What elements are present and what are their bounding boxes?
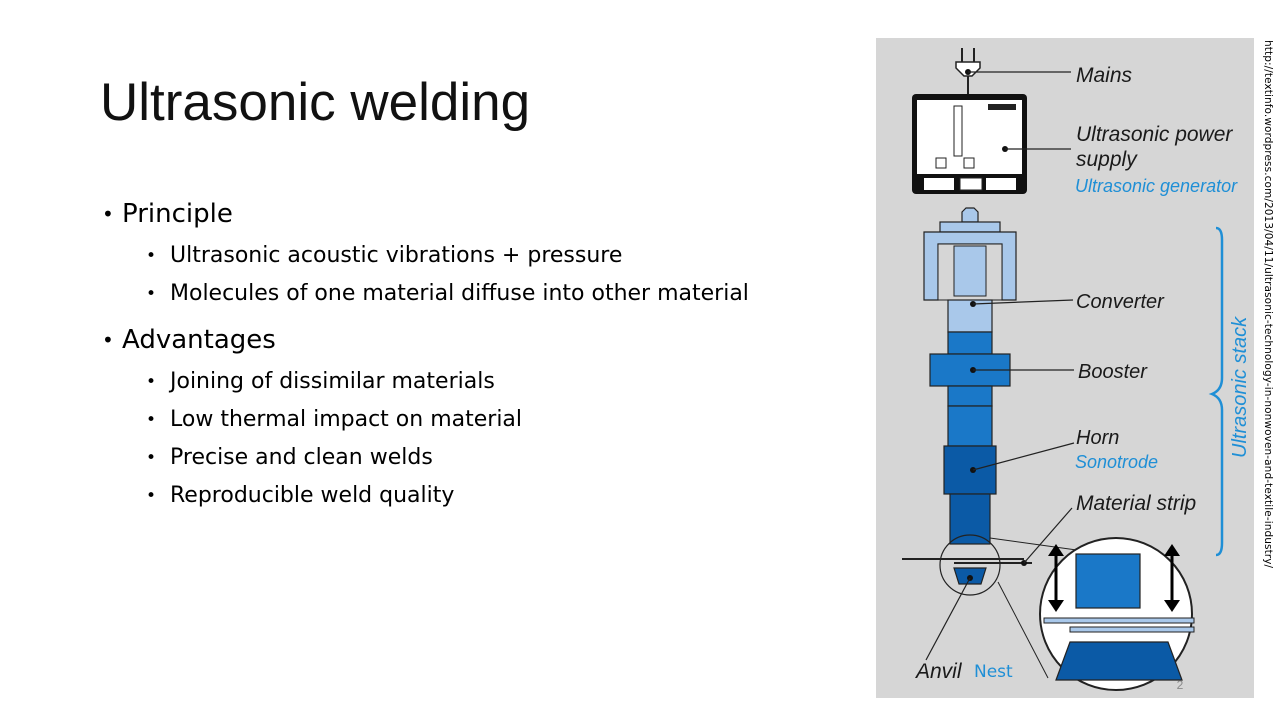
bullet-advantages: Advantages [100,322,780,358]
label-material-strip: Material strip [1076,492,1196,515]
sub-bullet: Precise and clean welds [100,444,780,472]
sub-bullet: Ultrasonic acoustic vibrations + pressur… [100,242,780,270]
ultrasonic-welding-diagram: Mains Ultrasonic power supply Ultrasonic… [876,38,1254,698]
bullet-list: Principle Ultrasonic acoustic vibrations… [100,196,780,510]
diagram-svg: Mains Ultrasonic power supply Ultrasonic… [902,48,1251,691]
stack-brace [1208,226,1224,557]
label-power-supply: Ultrasonic power [1076,123,1233,146]
label-horn: Horn [1076,427,1119,449]
label-sonotrode: Sonotrode [1075,452,1158,472]
label-anvil: Anvil [914,660,963,683]
bullet-principle: Principle [100,196,780,232]
label-nest: Nest [974,662,1013,682]
label-booster: Booster [1078,361,1148,383]
source-url[interactable]: http://textinfo.wordpress.com/2013/04/11… [1262,40,1274,569]
sub-bullet: Joining of dissimilar materials [100,368,780,396]
label-power-supply-2: supply [1076,148,1138,171]
label-generator: Ultrasonic generator [1075,176,1238,196]
power-supply-unit [912,94,1027,194]
label-ultrasonic-stack: Ultrasonic stack [1229,316,1251,458]
horn [943,405,997,545]
converter [923,207,1017,333]
sub-bullet: Reproducible weld quality [100,482,780,510]
page-number: 2 [1176,678,1184,692]
label-mains: Mains [1076,64,1133,87]
booster [929,331,1011,407]
sub-bullet: Low thermal impact on material [100,406,780,434]
slide-title: Ultrasonic welding [100,73,531,132]
sub-bullet: Molecules of one material diffuse into o… [100,280,780,308]
label-converter: Converter [1076,291,1165,313]
zoom-detail [1039,537,1195,691]
